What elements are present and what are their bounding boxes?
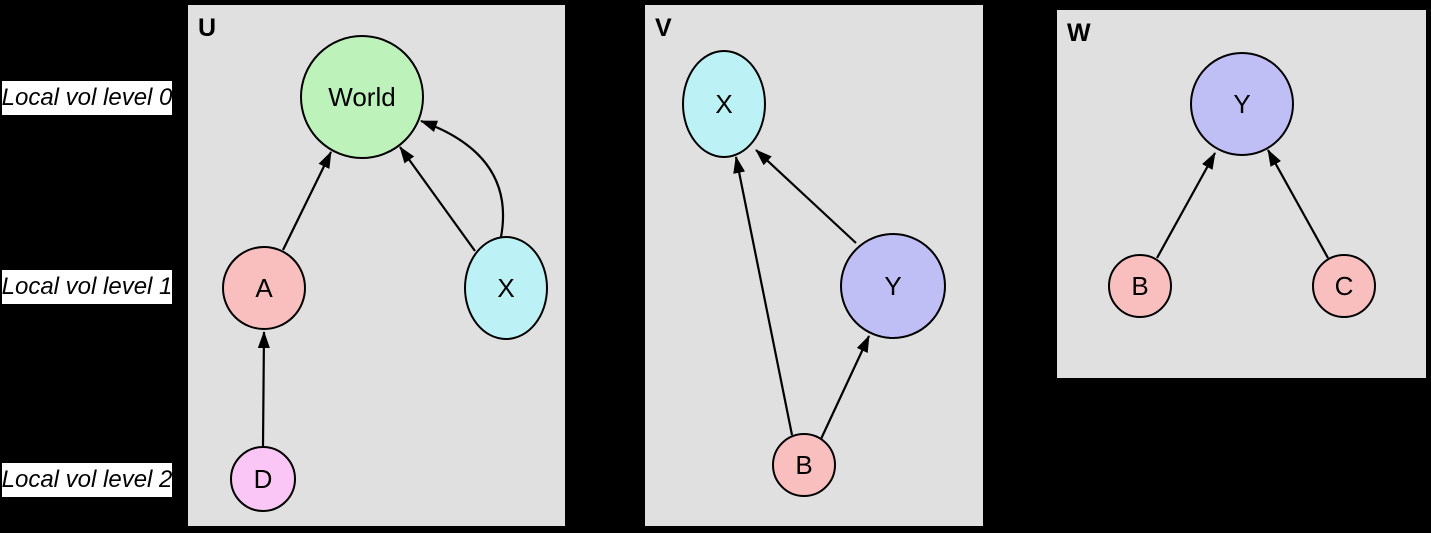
node-U-World: World	[300, 35, 424, 159]
node-V-X: X	[682, 50, 766, 158]
node-W-C: C	[1312, 254, 1376, 318]
node-W-Y: Y	[1190, 52, 1294, 156]
panel-W-title: W	[1067, 19, 1091, 47]
panel-V-title: V	[655, 14, 672, 42]
row-label-level-0: Local vol level 0	[2, 81, 172, 115]
node-U-D: D	[230, 446, 296, 512]
panel-U-title: U	[198, 14, 217, 42]
row-label-level-1: Local vol level 1	[2, 270, 172, 304]
node-U-X: X	[464, 236, 548, 340]
node-V-B: B	[772, 433, 836, 497]
row-label-level-2: Local vol level 2	[2, 463, 172, 497]
node-U-A: A	[222, 246, 306, 330]
node-V-Y: Y	[840, 233, 946, 339]
node-W-B: B	[1108, 254, 1172, 318]
